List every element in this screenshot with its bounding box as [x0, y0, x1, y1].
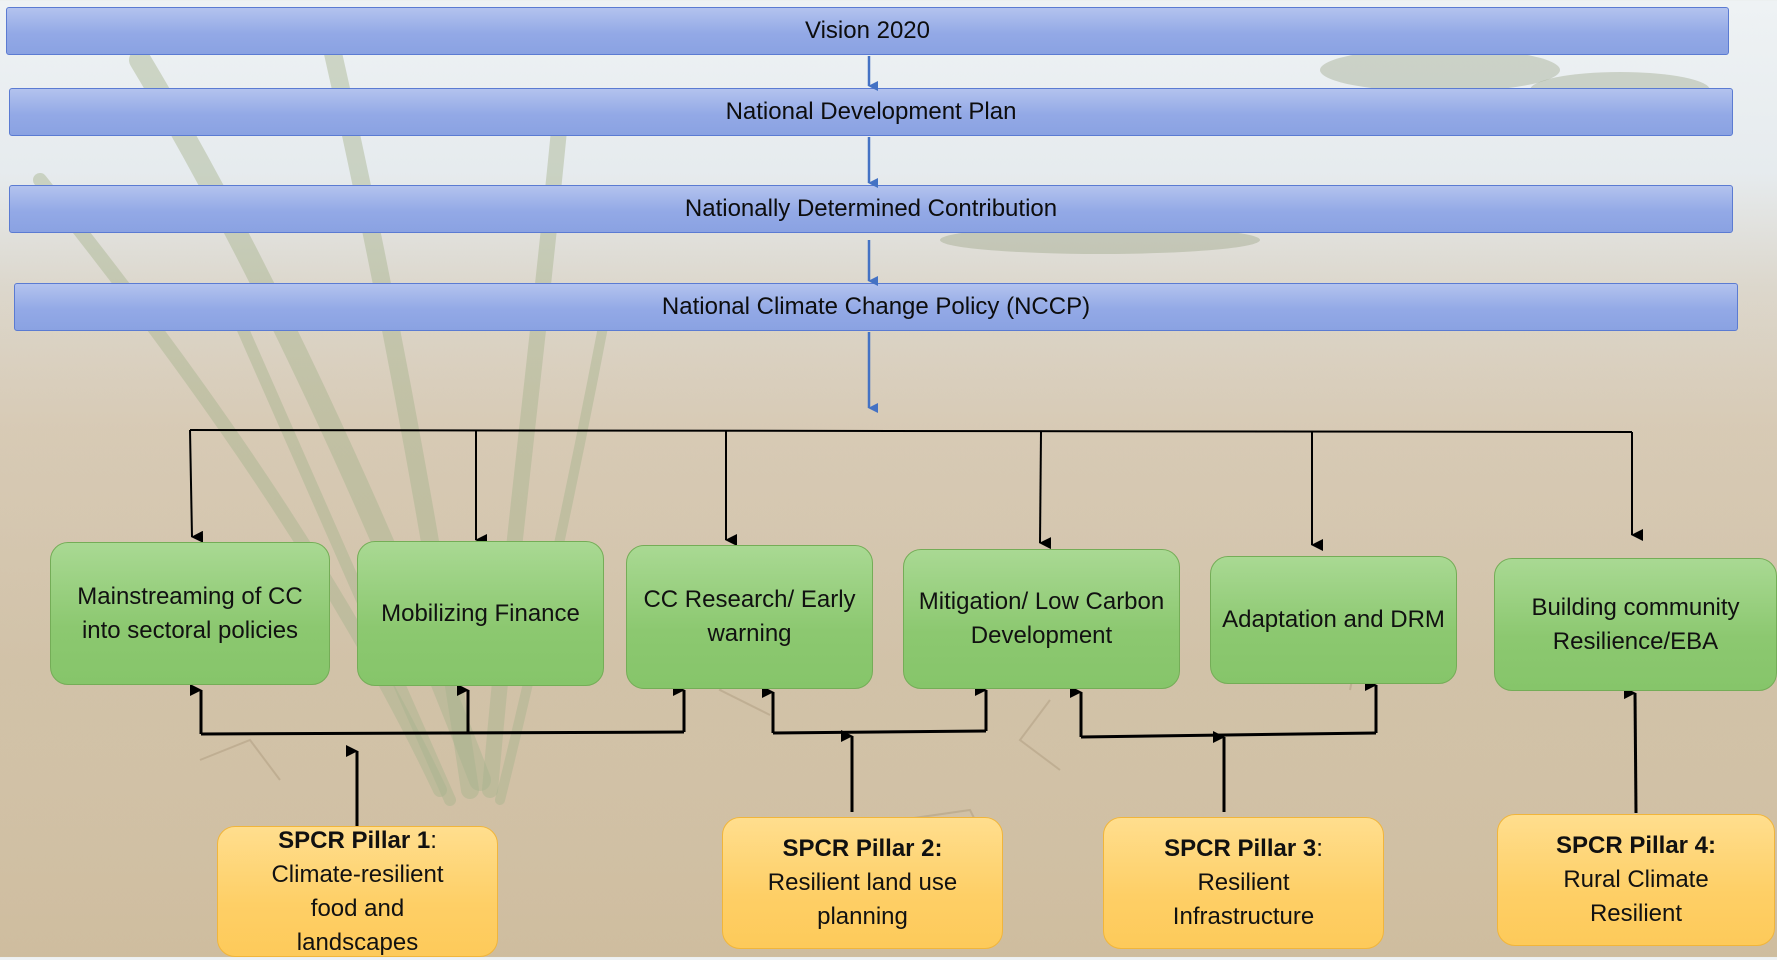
theme-box-mainstreaming: Mainstreaming of CC into sectoral polici… — [50, 542, 330, 685]
arrow-to-theme-4 — [1039, 431, 1052, 550]
theme-box-adaptation-drm: Adaptation and DRM — [1210, 556, 1457, 684]
pillar-box-2: SPCR Pillar 2: Resilient land use planni… — [722, 817, 1003, 949]
pillar1-bar — [200, 730, 685, 736]
arrow-to-theme-1 — [189, 429, 204, 543]
theme-label-5: Adaptation and DRM — [1222, 606, 1445, 633]
band-national-development-plan: National Development Plan — [9, 88, 1733, 136]
theme-box-community-resilience: Building community Resilience/EBA — [1494, 558, 1777, 691]
band-nccp-label: National Climate Change Policy (NCCP) — [661, 293, 1091, 320]
band-national-climate-change-policy: National Climate Change Policy (NCCP) — [14, 283, 1738, 331]
pillar-box-3: SPCR Pillar 3: Resilient Infrastructure — [1103, 817, 1384, 949]
theme-label-6: Building community Resilience/EBA — [1531, 593, 1740, 655]
pillar-1-title: SPCR Pillar 1: — [278, 826, 437, 854]
theme-label-2: Mobilizing Finance — [381, 599, 580, 627]
band-vision-label: Vision 2020 — [805, 17, 930, 44]
band-ndc-label: Nationally Determined Contribution — [684, 195, 1058, 222]
pillar-3-title: SPCR Pillar 3: — [1164, 835, 1323, 862]
distribution-bar — [189, 429, 1633, 433]
pillar-box-4: SPCR Pillar 4: Rural Climate Resilient — [1497, 814, 1775, 946]
theme-label-4: Mitigation/ Low Carbon Development — [918, 588, 1165, 649]
band-nationally-determined-contribution: Nationally Determined Contribution — [9, 185, 1733, 233]
pillar-2-body: Resilient land use planning — [767, 869, 958, 930]
theme-box-mitigation: Mitigation/ Low Carbon Development — [903, 549, 1180, 689]
pillar-3-body: Resilient Infrastructure — [1172, 869, 1315, 930]
theme-label-1: Mainstreaming of CC into sectoral polici… — [77, 582, 303, 644]
pillar-2-title: SPCR Pillar 2: — [782, 835, 943, 862]
pillar-4-body: Rural Climate Resilient — [1563, 866, 1709, 927]
theme-label-3: CC Research/ Early warning — [643, 586, 856, 647]
band-ndp-label: National Development Plan — [725, 98, 1017, 125]
pillar3-bar — [1080, 731, 1377, 739]
pillar-4-title: SPCR Pillar 4: — [1555, 832, 1717, 859]
band-vision-2020: Vision 2020 — [6, 7, 1729, 55]
theme-box-cc-research: CC Research/ Early warning — [626, 545, 873, 689]
pillar-1-body: Climate-resilient food and landscapes — [271, 860, 444, 956]
pillar-box-1: SPCR Pillar 1: Climate-resilient food an… — [217, 826, 498, 957]
pillar2-bar — [772, 729, 987, 735]
pillar4-stem — [1623, 687, 1638, 814]
theme-box-mobilizing-finance: Mobilizing Finance — [357, 541, 604, 686]
